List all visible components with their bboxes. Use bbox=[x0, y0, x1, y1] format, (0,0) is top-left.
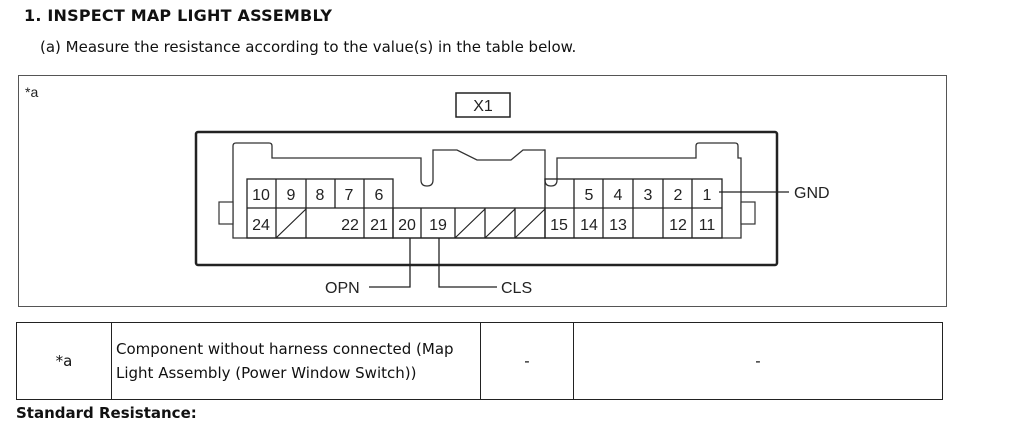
terminal-7: 7 bbox=[345, 187, 354, 204]
gnd-label: GND bbox=[794, 185, 830, 202]
terminal-22: 22 bbox=[341, 217, 359, 234]
legend-col4: - bbox=[573, 322, 943, 400]
terminal-cavity-grid bbox=[246, 178, 723, 239]
opn-leader-line bbox=[369, 238, 411, 288]
terminal-6: 6 bbox=[375, 187, 384, 204]
terminal-8: 8 bbox=[316, 187, 325, 204]
next-section-heading: Standard Resistance: bbox=[16, 404, 197, 422]
terminal-11: 11 bbox=[699, 217, 716, 234]
legend-description: Component without harness connected (Map… bbox=[111, 322, 481, 400]
connector-inner-body bbox=[232, 142, 742, 239]
terminal-13: 13 bbox=[609, 217, 627, 234]
connector-name-box bbox=[455, 92, 511, 118]
terminal-5: 5 bbox=[585, 187, 594, 204]
figure-callout: *a bbox=[25, 84, 38, 100]
bottom-row-terminals: 24 22 21 20 19 15 14 13 12 11 bbox=[252, 217, 715, 234]
cls-leader-line bbox=[438, 238, 497, 288]
terminal-4: 4 bbox=[614, 187, 623, 204]
terminal-3: 3 bbox=[644, 187, 653, 204]
cls-label: CLS bbox=[501, 280, 532, 297]
connector-diagram: *a X1 bbox=[25, 84, 830, 297]
terminal-2: 2 bbox=[674, 187, 683, 204]
connector-housing bbox=[194, 130, 779, 267]
terminal-1: 1 bbox=[703, 187, 712, 204]
legend-table: *a Component without harness connected (… bbox=[16, 322, 943, 400]
legend-col3: - bbox=[480, 322, 574, 400]
terminal-15: 15 bbox=[550, 217, 568, 234]
opn-label: OPN bbox=[325, 280, 360, 297]
terminal-20: 20 bbox=[398, 217, 416, 234]
terminal-10: 10 bbox=[252, 187, 270, 204]
left-side-tab bbox=[218, 201, 234, 225]
connector-figure: *a X1 bbox=[18, 75, 947, 307]
table-row: *a Component without harness connected (… bbox=[16, 322, 943, 400]
legend-label: *a bbox=[16, 322, 112, 400]
terminal-9: 9 bbox=[287, 187, 296, 204]
right-side-tab bbox=[740, 201, 756, 225]
terminal-12: 12 bbox=[669, 217, 687, 234]
section-title: 1. INSPECT MAP LIGHT ASSEMBLY bbox=[24, 6, 333, 25]
instruction-text: (a) Measure the resistance according to … bbox=[40, 38, 577, 56]
blank-cavity-marks bbox=[275, 208, 546, 239]
connector-name: X1 bbox=[473, 98, 493, 115]
terminal-21: 21 bbox=[370, 217, 388, 234]
terminal-19: 19 bbox=[429, 217, 447, 234]
top-row-terminals: 10 9 8 7 6 5 4 3 2 1 bbox=[252, 187, 711, 204]
terminal-14: 14 bbox=[580, 217, 598, 234]
terminal-24: 24 bbox=[252, 217, 270, 234]
